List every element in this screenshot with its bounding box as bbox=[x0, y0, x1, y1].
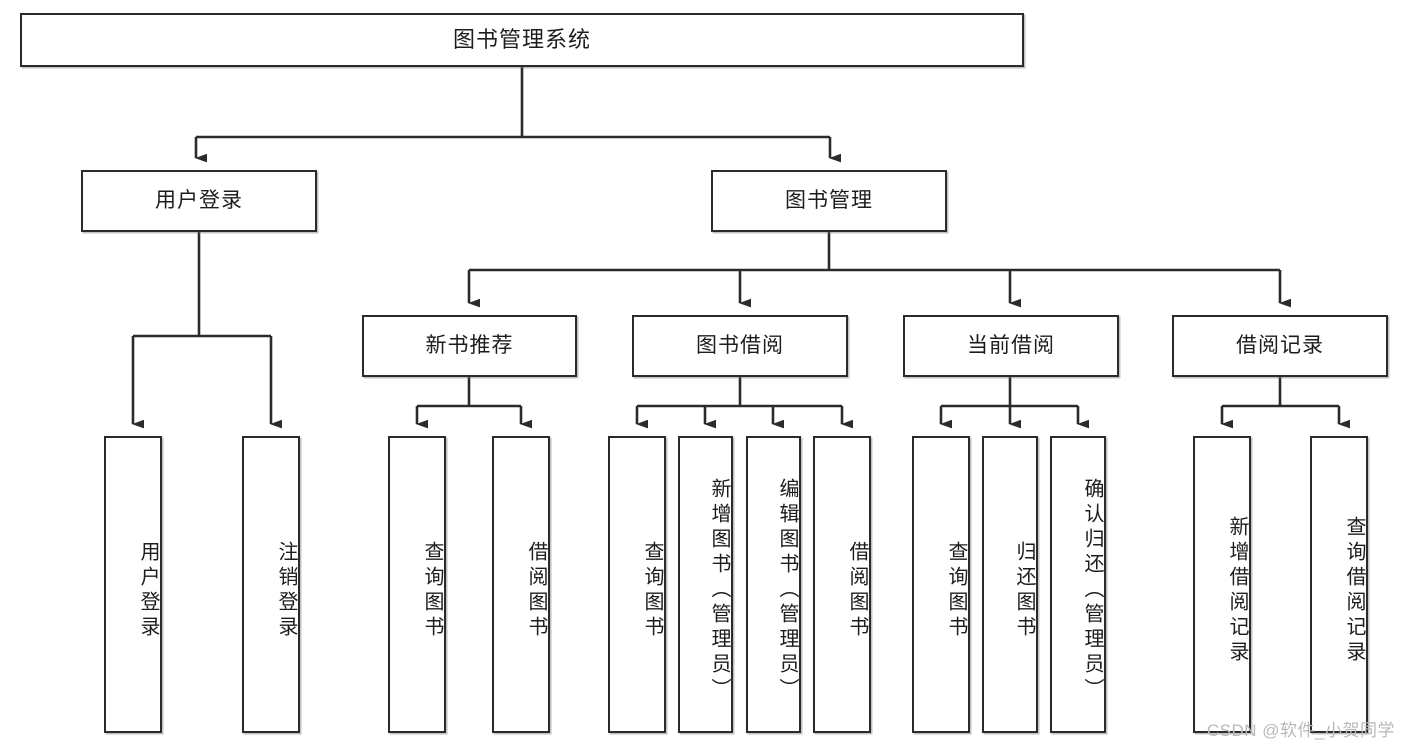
node-label: 查询图书 bbox=[421, 540, 443, 641]
leaf-book-borrow-query[interactable]: 查询图书 bbox=[608, 436, 666, 733]
leaf-book-borrow-borrow[interactable]: 借阅图书 bbox=[813, 436, 871, 733]
node-label: 注销登录 bbox=[275, 540, 297, 641]
node-label: 用户登录 bbox=[155, 189, 243, 213]
node-label: 编辑图书（管理员） bbox=[776, 478, 798, 703]
node-book-management[interactable]: 图书管理 bbox=[711, 170, 947, 232]
leaf-current-borrow-confirm-return[interactable]: 确认归还（管理员） bbox=[1050, 436, 1106, 733]
node-book-borrow[interactable]: 图书借阅 bbox=[632, 315, 848, 377]
node-label: 用户登录 bbox=[137, 540, 159, 641]
leaf-borrow-record-add[interactable]: 新增借阅记录 bbox=[1193, 436, 1251, 733]
node-label: 借阅记录 bbox=[1236, 334, 1324, 358]
node-label: 借阅图书 bbox=[525, 540, 547, 641]
leaf-book-borrow-add[interactable]: 新增图书（管理员） bbox=[678, 436, 733, 733]
node-label: 图书管理系统 bbox=[452, 26, 591, 52]
node-label: 查询图书 bbox=[945, 540, 967, 641]
node-current-borrow[interactable]: 当前借阅 bbox=[903, 315, 1119, 377]
node-borrow-record[interactable]: 借阅记录 bbox=[1172, 315, 1388, 377]
node-label: 新增图书（管理员） bbox=[708, 478, 730, 703]
leaf-user-login-logout[interactable]: 注销登录 bbox=[242, 436, 300, 733]
node-label: 查询借阅记录 bbox=[1343, 515, 1365, 666]
node-label: 图书管理 bbox=[785, 189, 873, 213]
leaf-current-borrow-return[interactable]: 归还图书 bbox=[982, 436, 1038, 733]
node-label: 查询图书 bbox=[641, 540, 663, 641]
node-label: 借阅图书 bbox=[846, 540, 868, 641]
leaf-new-book-borrow[interactable]: 借阅图书 bbox=[492, 436, 550, 733]
node-label: 归还图书 bbox=[1013, 540, 1035, 641]
node-label: 图书借阅 bbox=[696, 334, 784, 358]
node-user-login[interactable]: 用户登录 bbox=[81, 170, 317, 232]
node-label: 当前借阅 bbox=[967, 334, 1055, 358]
node-root-system[interactable]: 图书管理系统 bbox=[20, 13, 1024, 67]
node-label: 确认归还（管理员） bbox=[1081, 478, 1103, 703]
node-label: 新增借阅记录 bbox=[1226, 515, 1248, 666]
leaf-user-login-login[interactable]: 用户登录 bbox=[104, 436, 162, 733]
watermark-text: CSDN @软件_小贺同学 bbox=[1206, 721, 1395, 740]
leaf-new-book-query[interactable]: 查询图书 bbox=[388, 436, 446, 733]
leaf-book-borrow-edit[interactable]: 编辑图书（管理员） bbox=[746, 436, 801, 733]
node-new-book-recommend[interactable]: 新书推荐 bbox=[362, 315, 577, 377]
node-label: 新书推荐 bbox=[425, 334, 514, 358]
leaf-current-borrow-query[interactable]: 查询图书 bbox=[912, 436, 970, 733]
leaf-borrow-record-query[interactable]: 查询借阅记录 bbox=[1310, 436, 1368, 733]
